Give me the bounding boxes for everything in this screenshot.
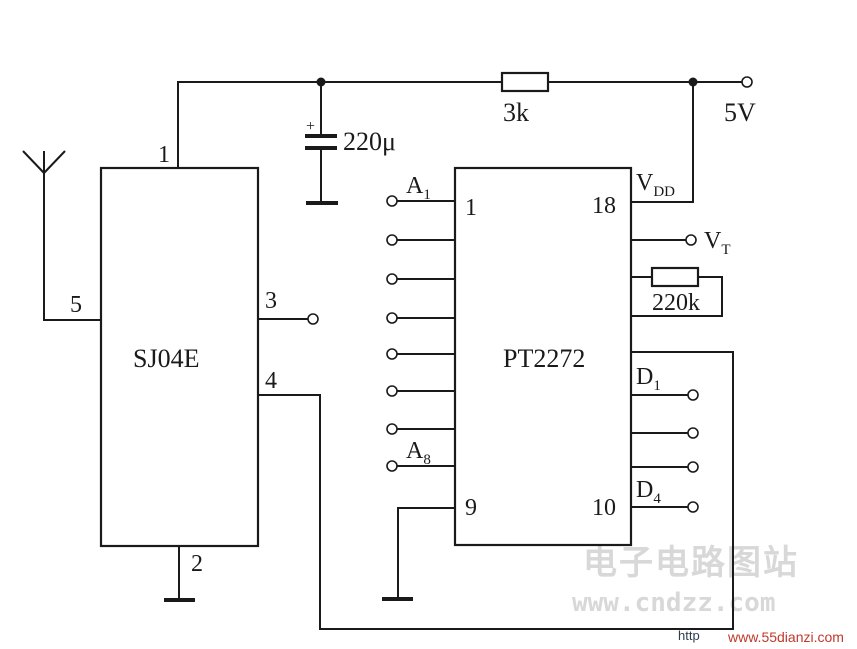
label-d1: D1 bbox=[636, 364, 661, 394]
receiver-name: SJ04E bbox=[133, 344, 199, 373]
addr-terminal-a4 bbox=[386, 312, 398, 324]
cap-polarity: + bbox=[306, 118, 315, 135]
terminal-5v bbox=[741, 76, 753, 88]
supply-label: 5V bbox=[724, 98, 756, 127]
decoder-pin-1: 1 bbox=[465, 195, 477, 221]
supply-rail: 5V bbox=[177, 76, 756, 203]
wire-pin4-data bbox=[258, 351, 734, 630]
receiver-pin-4: 4 bbox=[265, 368, 277, 394]
data-terminal-d3 bbox=[687, 461, 699, 473]
watermark-site-url: www.cndzz.com bbox=[572, 588, 776, 618]
terminal-vt bbox=[685, 234, 697, 246]
addr-terminal-a2 bbox=[386, 234, 398, 246]
data-terminal-d2 bbox=[687, 427, 699, 439]
data-pins bbox=[631, 389, 699, 513]
watermark-corner-url: www.55dianzi.com bbox=[727, 629, 844, 645]
watermark-corner-http: http bbox=[678, 628, 700, 643]
antenna-arm-right bbox=[43, 150, 66, 174]
addr-terminal-a1 bbox=[386, 195, 398, 207]
wire-osc-loop bbox=[631, 276, 723, 317]
terminal-pin3 bbox=[307, 313, 319, 325]
data-terminal-d4 bbox=[687, 501, 699, 513]
decoder-ic: PT2272 1 9 18 10 A1 A8 bbox=[382, 166, 731, 601]
cap-value: 220μ bbox=[343, 127, 396, 156]
label-a8: A8 bbox=[406, 438, 431, 468]
receiver-pin-5: 5 bbox=[70, 292, 82, 318]
addr-terminal-a7 bbox=[386, 423, 398, 435]
antenna-wire bbox=[43, 173, 101, 321]
decoder-body bbox=[453, 166, 633, 547]
addr-terminal-a6 bbox=[386, 385, 398, 397]
addr-terminal-a3 bbox=[386, 273, 398, 285]
resistor-220k-body bbox=[650, 266, 700, 288]
receiver-pin-1: 1 bbox=[158, 142, 170, 168]
watermark-site-name: 电子电路图站 bbox=[583, 543, 799, 583]
decoder-pin-18: 18 bbox=[592, 193, 616, 219]
address-pins bbox=[386, 195, 455, 472]
label-d4: D4 bbox=[636, 477, 661, 507]
antenna-arm-left bbox=[22, 150, 45, 174]
receiver-body bbox=[99, 166, 260, 548]
addr-terminal-a8 bbox=[386, 460, 398, 472]
addr-terminal-a5 bbox=[386, 348, 398, 360]
wire-rail-left bbox=[177, 81, 502, 168]
resistor-3k-label: 3k bbox=[503, 98, 529, 127]
resistor-3k: 3k bbox=[500, 71, 550, 127]
receiver-module: SJ04E 1 5 3 4 2 bbox=[70, 142, 734, 630]
capacitor-220u: + 220μ bbox=[305, 82, 396, 205]
watermark: 电子电路图站 www.cndzz.com http www.55dianzi.c… bbox=[572, 543, 844, 645]
antenna-icon bbox=[22, 150, 101, 321]
data-terminal-d1 bbox=[687, 389, 699, 401]
resistor-220k-label: 220k bbox=[652, 290, 700, 316]
receiver-pin-2: 2 bbox=[191, 551, 203, 577]
decoder-name: PT2272 bbox=[503, 344, 585, 373]
label-a1: A1 bbox=[406, 173, 431, 203]
label-vt: VT bbox=[704, 228, 731, 258]
resistor-3k-body bbox=[500, 71, 550, 93]
receiver-pin-3: 3 bbox=[265, 288, 277, 314]
wire-pin9 bbox=[397, 507, 455, 598]
decoder-pin-10: 10 bbox=[592, 495, 616, 521]
resistor-220k: 220k bbox=[631, 266, 723, 317]
label-vdd: VDD bbox=[636, 170, 675, 200]
decoder-pin-9: 9 bbox=[465, 495, 477, 521]
wire-vdd bbox=[631, 82, 694, 203]
